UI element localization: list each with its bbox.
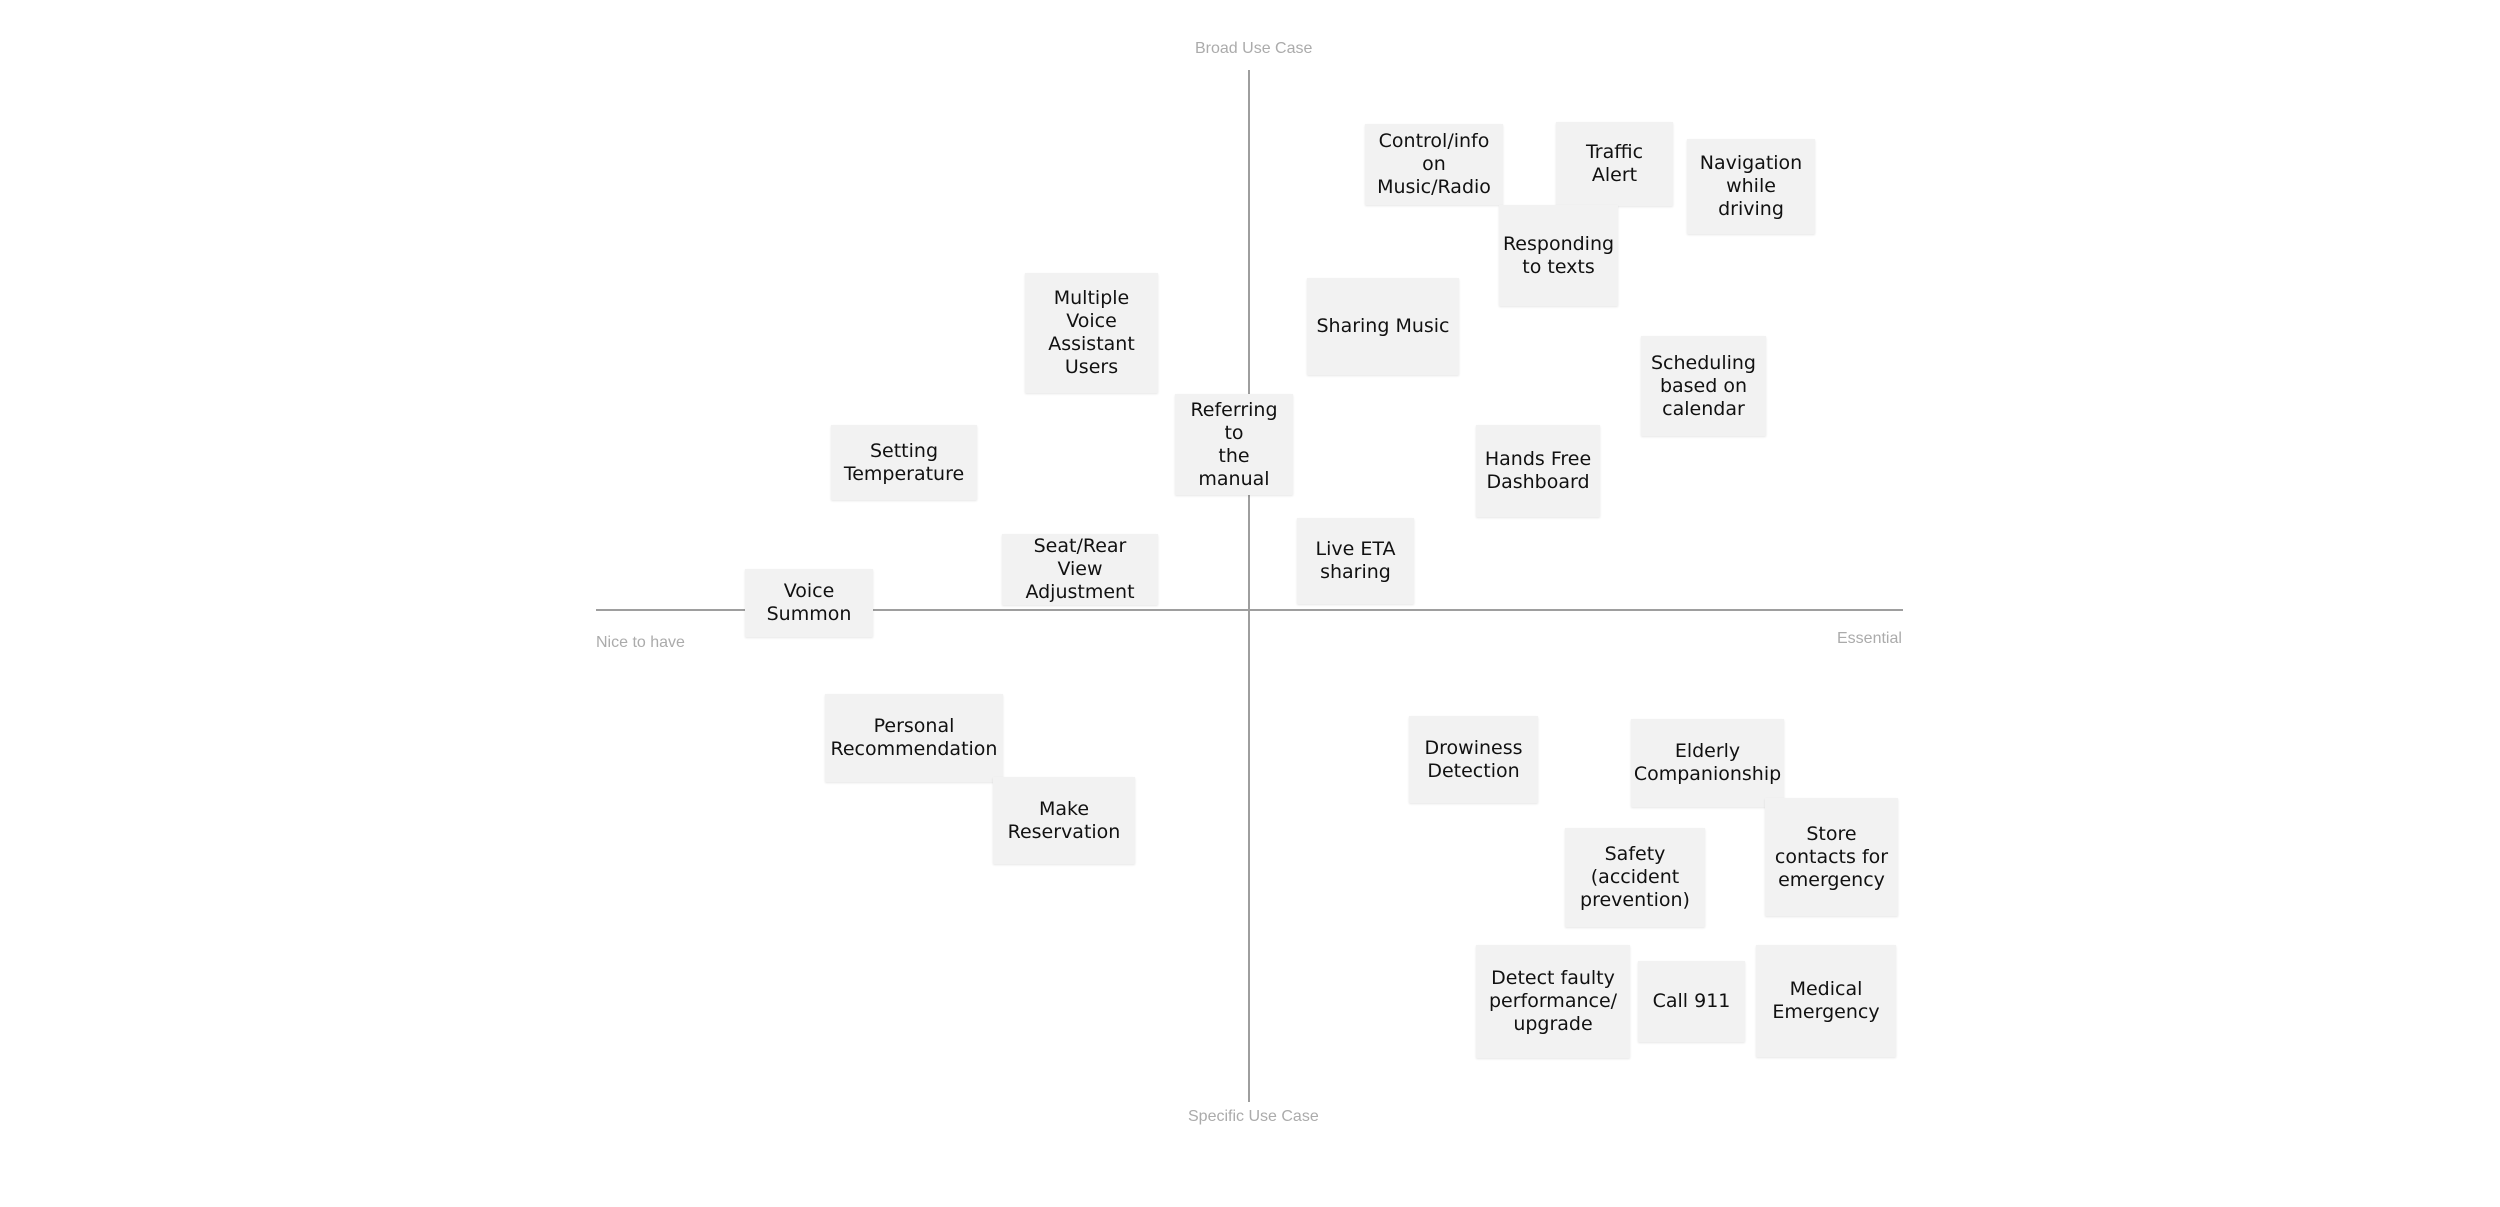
sticky-note-personal-recommendation[interactable]: Personal Recommendation — [825, 694, 1003, 782]
sticky-note-detect-faulty[interactable]: Detect faulty performance/ upgrade — [1476, 945, 1630, 1058]
sticky-note-label: Store contacts for emergency — [1774, 822, 1889, 891]
sticky-note-label: Drowiness Detection — [1424, 736, 1523, 782]
sticky-note-label: Sharing Music — [1316, 315, 1450, 337]
vertical-axis-line — [1248, 70, 1250, 1102]
sticky-note-label: Traffic Alert — [1585, 141, 1644, 186]
sticky-note-navigation[interactable]: Navigation while driving — [1687, 139, 1815, 234]
sticky-note-safety[interactable]: Safety (accident prevention) — [1565, 828, 1705, 927]
sticky-note-label: Setting Temperature — [843, 439, 965, 485]
sticky-note-label: Control/info on Music/Radio — [1377, 130, 1491, 198]
sticky-note-label: Seat/Rear View Adjustment — [1025, 535, 1135, 603]
sticky-note-label: Detect faulty performance/ upgrade — [1488, 967, 1618, 1035]
sticky-note-label: Scheduling based on calendar — [1650, 351, 1756, 420]
sticky-note-scheduling[interactable]: Scheduling based on calendar — [1641, 336, 1766, 436]
sticky-note-call-911[interactable]: Call 911 — [1638, 961, 1745, 1042]
sticky-note-label: Voice Summon — [766, 580, 852, 625]
axis-label-right: Essential — [1837, 630, 1902, 647]
sticky-note-elderly-companionship[interactable]: Elderly Companionship — [1631, 719, 1784, 807]
sticky-note-label: Make Reservation — [1007, 797, 1121, 843]
axis-label-bottom: Specific Use Case — [1188, 1108, 1319, 1125]
sticky-note-traffic-alert[interactable]: Traffic Alert — [1556, 122, 1673, 206]
sticky-note-multiple-users[interactable]: Multiple Voice Assistant Users — [1025, 273, 1158, 393]
sticky-note-label: Safety (accident prevention) — [1580, 843, 1690, 911]
sticky-note-medical-emergency[interactable]: Medical Emergency — [1756, 945, 1896, 1057]
sticky-note-label: Referring to the manual — [1190, 398, 1278, 490]
axis-label-left: Nice to have — [596, 634, 685, 651]
sticky-note-sharing-music[interactable]: Sharing Music — [1307, 278, 1459, 375]
horizontal-axis-line — [596, 609, 1903, 611]
sticky-note-setting-temperature[interactable]: Setting Temperature — [831, 425, 977, 500]
sticky-note-referring-manual[interactable]: Referring to the manual — [1175, 394, 1293, 495]
sticky-note-label: Personal Recommendation — [830, 715, 998, 760]
sticky-note-store-contacts[interactable]: Store contacts for emergency — [1765, 798, 1898, 916]
sticky-note-live-eta[interactable]: Live ETA sharing — [1297, 518, 1414, 604]
sticky-note-responding-texts[interactable]: Responding to texts — [1499, 205, 1618, 306]
sticky-note-label: Responding to texts — [1502, 232, 1615, 278]
sticky-note-label: Call 911 — [1652, 990, 1731, 1012]
axis-label-top: Broad Use Case — [1195, 40, 1313, 57]
sticky-note-label: Elderly Companionship — [1633, 740, 1782, 785]
sticky-note-label: Live ETA sharing — [1315, 538, 1396, 583]
sticky-note-label: Hands Free Dashboard — [1484, 448, 1592, 493]
sticky-note-voice-summon[interactable]: Voice Summon — [745, 569, 873, 637]
sticky-note-label: Navigation while driving — [1699, 152, 1803, 220]
sticky-note-drowsiness-detection[interactable]: Drowiness Detection — [1409, 716, 1538, 803]
sticky-note-control-music-radio[interactable]: Control/info on Music/Radio — [1365, 124, 1503, 205]
sticky-note-make-reservation[interactable]: Make Reservation — [993, 777, 1135, 864]
sticky-note-hands-free-dashboard[interactable]: Hands Free Dashboard — [1476, 425, 1600, 517]
sticky-note-label: Medical Emergency — [1772, 978, 1880, 1023]
sticky-note-seat-adjustment[interactable]: Seat/Rear View Adjustment — [1002, 534, 1158, 605]
sticky-note-label: Multiple Voice Assistant Users — [1048, 287, 1135, 378]
